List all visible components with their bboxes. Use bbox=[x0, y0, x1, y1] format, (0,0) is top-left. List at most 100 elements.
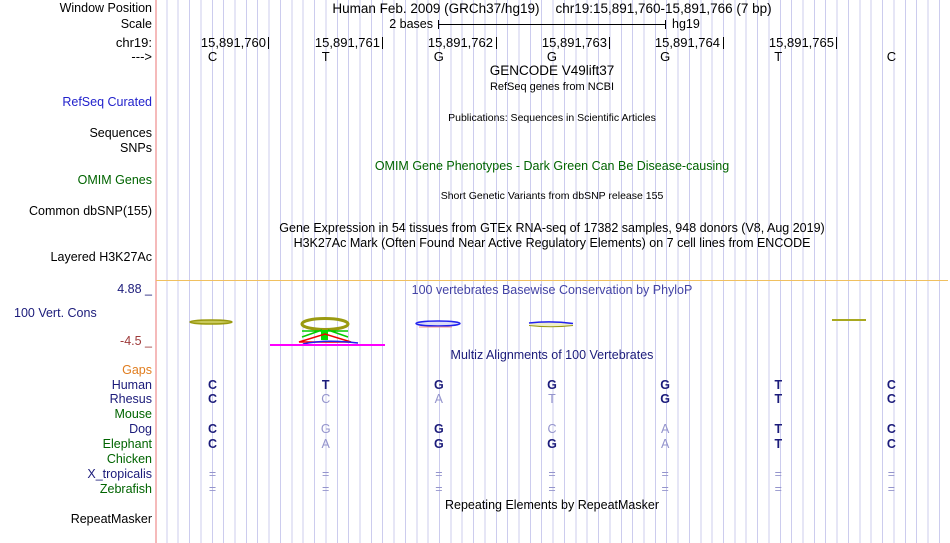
scale-label: Scale bbox=[120, 17, 152, 31]
dbsnp-track-title[interactable]: Short Genetic Variants from dbSNP releas… bbox=[440, 190, 664, 202]
reference-base: C bbox=[207, 49, 218, 64]
omim-track-title[interactable]: OMIM Gene Phenotypes - Dark Green Can Be… bbox=[374, 159, 730, 173]
sidebar-label-100-vert-cons[interactable]: 100 Vert. Cons bbox=[14, 306, 97, 320]
reference-base: G bbox=[546, 49, 558, 64]
sidebar-label-human[interactable]: Human bbox=[111, 378, 152, 392]
alignment-base: T bbox=[774, 437, 783, 451]
reference-base: G bbox=[660, 49, 671, 64]
ruler-coordinate[interactable]: 15,891,765 bbox=[768, 35, 834, 50]
alignment-base: A bbox=[434, 392, 444, 406]
alignment-base: = bbox=[548, 467, 556, 481]
conservation-green-bar bbox=[321, 330, 328, 340]
alignment-base: T bbox=[548, 392, 556, 406]
phylop-conservation-glyphs[interactable] bbox=[155, 308, 950, 350]
position-range-title: chr19:15,891,760-15,891,766 (7 bp) bbox=[555, 1, 772, 16]
sidebar-label-mouse[interactable]: Mouse bbox=[114, 407, 152, 421]
ruler-coordinate[interactable]: 15,891,764 bbox=[654, 35, 720, 50]
alignment-base: C bbox=[208, 392, 218, 406]
sidebar-label-repeatmasker[interactable]: RepeatMasker bbox=[70, 512, 152, 526]
publications-track-title[interactable]: Publications: Sequences in Scientific Ar… bbox=[448, 112, 656, 124]
scale-assembly: hg19 bbox=[672, 17, 700, 31]
alignment-base: G bbox=[547, 378, 557, 392]
conservation-axis-min: -4.5 _ bbox=[120, 334, 152, 348]
conservation-lens-blue-1 bbox=[415, 320, 461, 327]
alignment-base: = bbox=[774, 482, 782, 496]
alignment-base: = bbox=[774, 467, 782, 481]
alignment-base: = bbox=[887, 467, 896, 481]
ruler-tick bbox=[268, 37, 269, 49]
phylop-track-title[interactable]: 100 vertebrates Basewise Conservation by… bbox=[411, 283, 693, 297]
alignment-base: G bbox=[433, 422, 444, 436]
alignment-row-elephant[interactable]: C A G G A T C bbox=[156, 437, 948, 451]
alignment-row-human[interactable]: C T G G G T C bbox=[156, 378, 948, 392]
ruler-coordinate[interactable]: 15,891,763 bbox=[541, 35, 607, 50]
track-display-area[interactable] bbox=[156, 0, 948, 543]
sidebar-label-rhesus[interactable]: Rhesus bbox=[109, 392, 152, 406]
sidebar-label-zebrafish[interactable]: Zebrafish bbox=[99, 482, 152, 496]
scale-bar-right-cap bbox=[665, 20, 666, 29]
repeatmasker-track-title[interactable]: Repeating Elements by RepeatMasker bbox=[444, 498, 659, 512]
alignment-base: A bbox=[660, 437, 670, 451]
window-position-label: Window Position bbox=[59, 1, 152, 15]
track-left-border bbox=[155, 0, 157, 543]
alignment-base: T bbox=[774, 422, 783, 436]
alignment-base: G bbox=[660, 392, 670, 406]
alignment-base: G bbox=[433, 378, 444, 392]
sidebar-label-x-tropicalis[interactable]: X_tropicalis bbox=[87, 467, 152, 481]
conservation-axis-max: 4.88 _ bbox=[117, 282, 152, 296]
alignment-base: A bbox=[321, 437, 330, 451]
ruler-tick bbox=[382, 37, 383, 49]
reference-base: T bbox=[774, 49, 783, 64]
alignment-base: G bbox=[547, 437, 557, 451]
h3k27ac-track-title[interactable]: H3K27Ac Mark (Often Found Near Active Re… bbox=[293, 236, 811, 250]
ruler-coordinate[interactable]: 15,891,761 bbox=[314, 35, 380, 50]
ruler-coordinate[interactable]: 15,891,760 bbox=[200, 35, 266, 50]
alignment-base: C bbox=[547, 422, 557, 436]
sidebar-label-common-dbsnp[interactable]: Common dbSNP(155) bbox=[29, 204, 152, 218]
sidebar-label-gaps[interactable]: Gaps bbox=[122, 363, 152, 377]
alignment-base: = bbox=[887, 482, 896, 496]
alignment-base: = bbox=[661, 467, 669, 481]
ruler-coordinate[interactable]: 15,891,762 bbox=[427, 35, 493, 50]
sidebar-label-chicken[interactable]: Chicken bbox=[106, 452, 152, 466]
conservation-magenta-line bbox=[270, 344, 385, 346]
sidebar-label-refseq-curated[interactable]: RefSeq Curated bbox=[62, 95, 152, 109]
alignment-base: C bbox=[208, 378, 218, 392]
ruler-tick bbox=[609, 37, 610, 49]
sidebar-label-elephant[interactable]: Elephant bbox=[102, 437, 152, 451]
alignment-base: C bbox=[208, 422, 218, 436]
alignment-base: = bbox=[435, 467, 443, 481]
sidebar-label-omim-genes[interactable]: OMIM Genes bbox=[77, 173, 152, 187]
chromosome-label[interactable]: chr19: bbox=[115, 35, 152, 50]
reference-sequence-row[interactable]: C T G G G T C bbox=[156, 50, 948, 64]
scale-bar bbox=[438, 24, 665, 25]
sidebar-label-sequences[interactable]: Sequences bbox=[89, 126, 152, 140]
ruler-tick bbox=[496, 37, 497, 49]
conservation-lens-olive-bottom bbox=[528, 325, 574, 328]
alignment-row-x-tropicalis[interactable]: = = = = = = = bbox=[156, 467, 948, 481]
window-position-title: Human Feb. 2009 (GRCh37/hg19)chr19:15,89… bbox=[156, 2, 948, 16]
alignment-base: C bbox=[321, 392, 331, 406]
conservation-lens-blue-top bbox=[528, 321, 574, 325]
alignment-row-dog[interactable]: C G G C A T C bbox=[156, 422, 948, 436]
alignment-base: C bbox=[886, 378, 896, 392]
alignment-base: = bbox=[208, 467, 217, 481]
gtex-track-title[interactable]: Gene Expression in 54 tissues from GTEx … bbox=[279, 221, 825, 235]
strand-direction-indicator: ---> bbox=[131, 49, 152, 64]
alignment-row-rhesus[interactable]: C C A T G T C bbox=[156, 392, 948, 406]
alignment-base: A bbox=[660, 422, 670, 436]
alignment-base: C bbox=[886, 392, 896, 406]
alignment-base: = bbox=[322, 482, 330, 496]
sidebar-label-layered-h3k27ac[interactable]: Layered H3K27Ac bbox=[50, 250, 152, 264]
gencode-track-title[interactable]: GENCODE V49lift37 bbox=[489, 63, 615, 78]
h3k27ac-baseline bbox=[156, 280, 948, 281]
reference-base: T bbox=[321, 49, 330, 64]
alignment-base: G bbox=[660, 378, 670, 392]
alignment-base: G bbox=[433, 437, 444, 451]
sidebar-label-dog[interactable]: Dog bbox=[129, 422, 152, 436]
scale-value: 2 bases bbox=[389, 17, 433, 31]
sidebar-label-snps[interactable]: SNPs bbox=[120, 141, 152, 155]
alignment-row-zebrafish[interactable]: = = = = = = = bbox=[156, 482, 948, 496]
multiz-track-title[interactable]: Multiz Alignments of 100 Vertebrates bbox=[450, 348, 654, 362]
